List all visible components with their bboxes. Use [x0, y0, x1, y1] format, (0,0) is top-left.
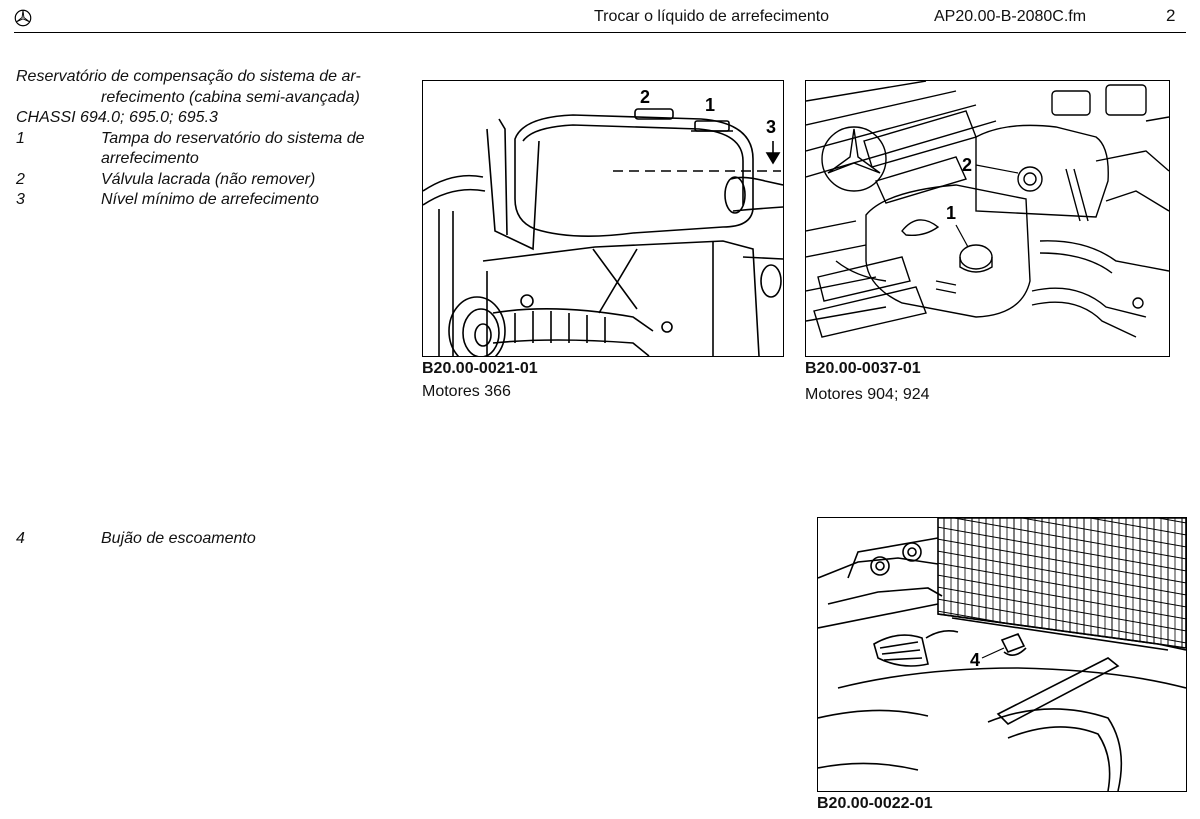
figure-expansion-tank-366: 2 1 3	[422, 80, 784, 357]
figure-expansion-tank-904-924: 2 1	[805, 80, 1170, 357]
figure-illustration: 2 1 3	[423, 87, 783, 356]
figure-legend: Reservatório de compensação do sistema d…	[16, 67, 416, 211]
figure-illustration: 2 1	[806, 81, 1169, 338]
figure-callout-3: 3	[766, 117, 776, 137]
legend-item-3: 3 Nível mínimo de arrefecimento	[16, 191, 319, 208]
legend-item-2: 2 Válvula lacrada (não remover)	[16, 170, 316, 188]
figure-subtitle: Motores 366	[422, 383, 511, 400]
figure-callout-2: 2	[962, 155, 972, 175]
legend-item-1: 1 Tampa do reservatório do sistema de ar…	[16, 129, 365, 168]
legend-chassis: CHASSI 694.0; 695.0; 695.3	[16, 109, 218, 126]
mercedes-star-icon	[14, 9, 32, 27]
page-title: Trocar o líquido de arrefecimento	[594, 8, 830, 25]
page-header: Trocar o líquido de arrefecimento AP20.0…	[0, 0, 1200, 34]
figure-id: B20.00-0021-01	[422, 360, 538, 377]
figure-subtitle: Motores 904; 924	[805, 386, 930, 403]
page-number: 2	[1166, 6, 1176, 25]
figure-callout-2: 2	[640, 87, 650, 107]
document-code: AP20.00-B-2080C.fm	[934, 8, 1087, 25]
legend-heading: Reservatório de compensação do sistema d…	[16, 68, 361, 106]
figure-id: B20.00-0022-01	[817, 795, 933, 812]
figure-callout-1: 1	[946, 203, 956, 223]
header-rule	[14, 32, 1186, 33]
figure-callout-1: 1	[705, 95, 715, 115]
figure-id: B20.00-0037-01	[805, 360, 921, 377]
figure-drain-plug: 4	[817, 517, 1187, 792]
figure-illustration: 4	[818, 518, 1186, 791]
figure-callout-4: 4	[970, 650, 980, 670]
